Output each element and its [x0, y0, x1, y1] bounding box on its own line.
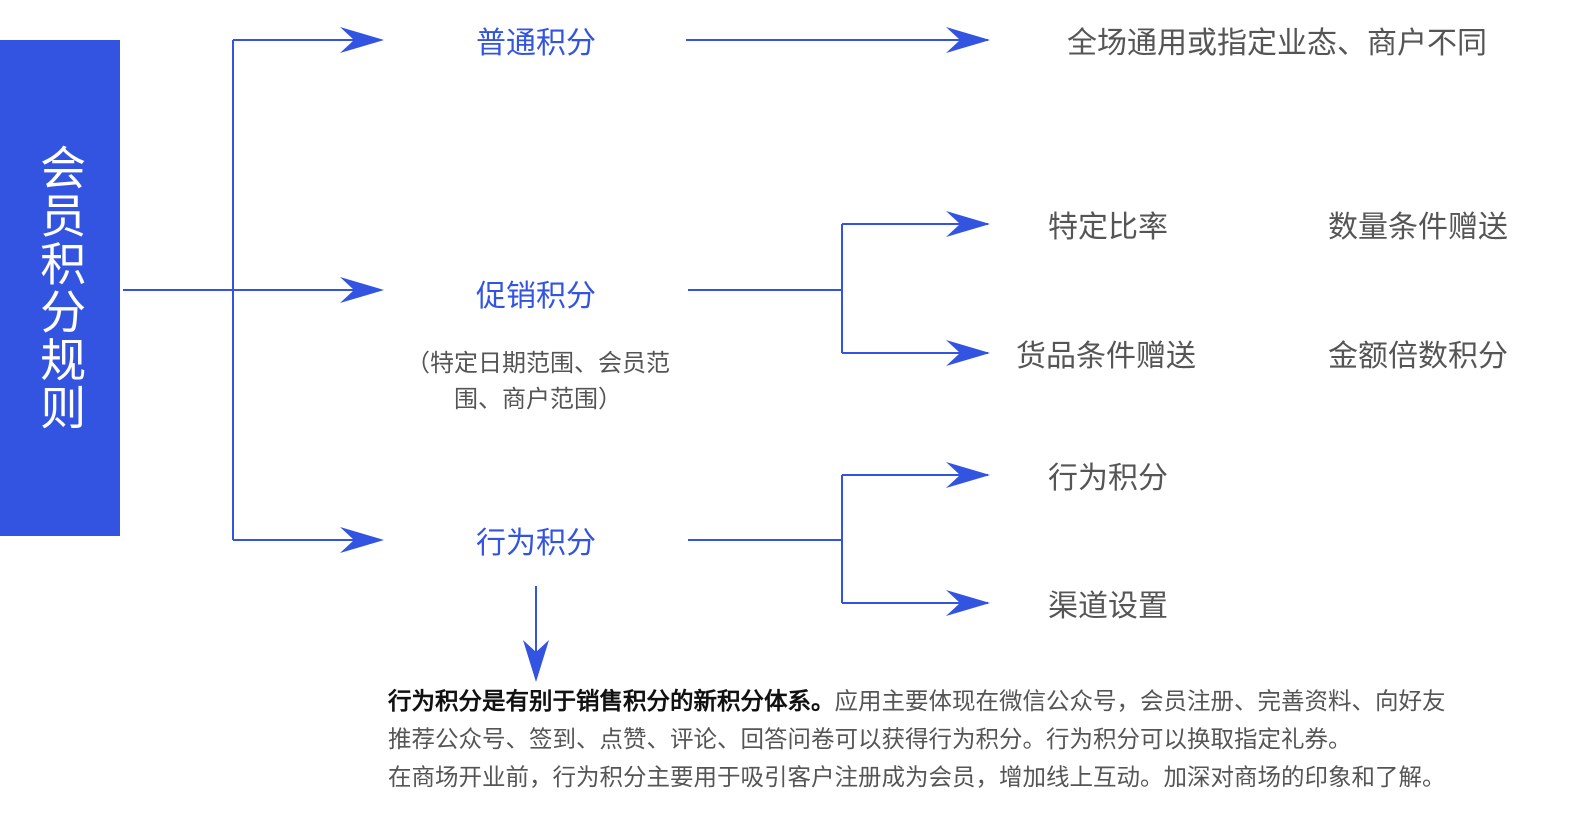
title-box: 会员积分规则 [0, 40, 120, 536]
arrow-head-behavior-bottom [946, 590, 990, 616]
arrow-head-promo-bottom [946, 340, 990, 366]
description-rest: 应用主要体现在微信公众号，会员注册、完善资料、向好友 [834, 687, 1446, 715]
normal-detail: 全场通用或指定业态、商户不同 [1067, 26, 1487, 61]
category-behavior: 行为积分 [476, 526, 596, 561]
arrow-head-behavior-top [946, 462, 990, 488]
promo-item-goods-gift: 货品条件赠送 [1016, 339, 1196, 374]
description-line-1: 行为积分是有别于销售积分的新积分体系。应用主要体现在微信公众号，会员注册、完善资… [388, 682, 1579, 720]
diagram-title: 会员积分规则 [33, 144, 88, 432]
description-line-2: 推荐公众号、签到、点赞、评论、回答问卷可以获得行为积分。行为积分可以换取指定礼券… [388, 725, 1352, 753]
arrow-head-behavior [340, 527, 384, 553]
promo-item-quantity-gift: 数量条件赠送 [1328, 210, 1508, 245]
promo-item-amount-multiple: 金额倍数积分 [1328, 339, 1508, 374]
promo-note: （特定日期范围、会员范围、商户范围） [406, 349, 670, 413]
description-bold: 行为积分是有别于销售积分的新积分体系。 [388, 687, 835, 715]
arrow-head-promo [340, 277, 384, 303]
behavior-item-channel: 渠道设置 [1048, 589, 1168, 624]
category-promo: 促销积分 [476, 279, 596, 314]
behavior-item-points: 行为积分 [1048, 461, 1168, 496]
category-normal: 普通积分 [476, 26, 596, 61]
arrow-head-normal-detail [946, 27, 990, 53]
behavior-description: 行为积分是有别于销售积分的新积分体系。应用主要体现在微信公众号，会员注册、完善资… [388, 682, 1579, 796]
arrow-head-normal [340, 27, 384, 53]
description-line-3: 在商场开业前，行为积分主要用于吸引客户注册成为会员，增加线上互动。加深对商场的印… [388, 763, 1446, 791]
promo-item-specific-rate: 特定比率 [1048, 210, 1168, 245]
arrow-head-promo-top [946, 211, 990, 237]
arrow-head-down [523, 640, 549, 682]
